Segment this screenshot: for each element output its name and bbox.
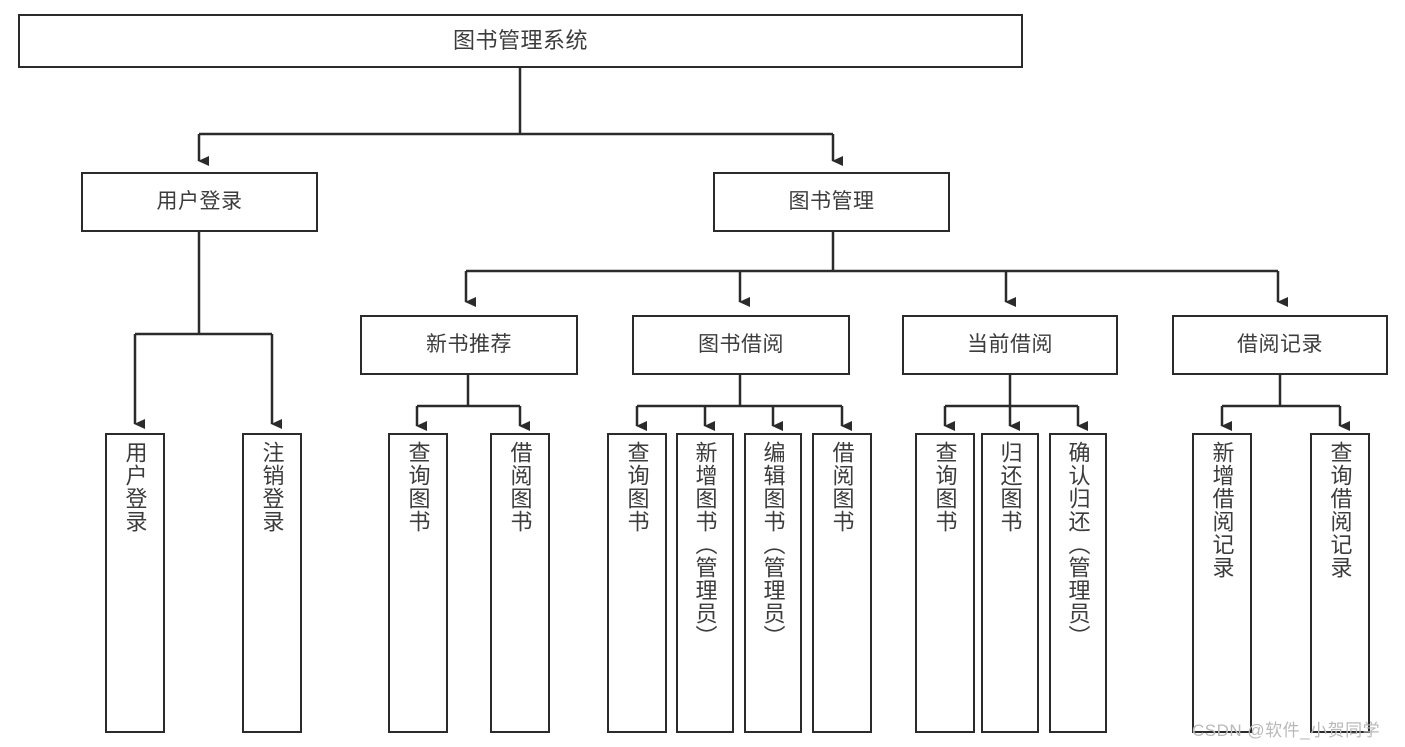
leaf-user-login[interactable]: 用户登录 xyxy=(105,433,165,733)
node-user-login[interactable]: 用户登录 xyxy=(81,172,318,232)
node-label: 新增借阅记录 xyxy=(1209,441,1235,579)
leaf-confirm-return-admin[interactable]: 确认归还（管理员） xyxy=(1049,433,1107,733)
node-label: 借阅图书 xyxy=(829,441,855,533)
node-label: 借阅记录 xyxy=(1237,332,1323,356)
node-label: 编辑图书（管理员） xyxy=(760,441,786,648)
node-label: 查询图书 xyxy=(405,441,431,533)
node-label: 图书借阅 xyxy=(698,332,784,356)
node-label: 用户登录 xyxy=(156,189,243,213)
node-label: 用户登录 xyxy=(122,441,148,533)
leaf-query-book-current[interactable]: 查询图书 xyxy=(915,433,975,733)
leaf-borrow-book[interactable]: 借阅图书 xyxy=(812,433,872,733)
leaf-return-book[interactable]: 归还图书 xyxy=(981,433,1039,733)
node-label: 新书推荐 xyxy=(426,332,512,356)
leaf-query-book-borrow[interactable]: 查询图书 xyxy=(607,433,667,733)
node-label: 新增图书（管理员） xyxy=(692,441,718,648)
node-root-system[interactable]: 图书管理系统 xyxy=(18,14,1023,68)
leaf-logout[interactable]: 注销登录 xyxy=(242,433,302,733)
csdn-watermark: CSDN @软件_小贺同学 xyxy=(1192,721,1381,740)
node-book-management[interactable]: 图书管理 xyxy=(713,172,950,232)
node-label: 查询借阅记录 xyxy=(1327,441,1353,579)
node-borrow-record[interactable]: 借阅记录 xyxy=(1172,315,1388,375)
leaf-add-book-admin[interactable]: 新增图书（管理员） xyxy=(676,433,734,733)
node-label: 当前借阅 xyxy=(967,332,1053,356)
node-label: 借阅图书 xyxy=(507,441,533,533)
node-label: 图书管理系统 xyxy=(452,28,588,54)
node-current-borrow[interactable]: 当前借阅 xyxy=(902,315,1118,375)
node-label: 注销登录 xyxy=(259,441,285,533)
leaf-query-borrow-record[interactable]: 查询借阅记录 xyxy=(1310,433,1370,733)
node-label: 查询图书 xyxy=(932,441,958,533)
leaf-edit-book-admin[interactable]: 编辑图书（管理员） xyxy=(744,433,802,733)
node-label: 确认归还（管理员） xyxy=(1065,441,1091,648)
node-label: 图书管理 xyxy=(788,189,875,213)
node-new-book-recommend[interactable]: 新书推荐 xyxy=(360,315,578,375)
leaf-add-borrow-record[interactable]: 新增借阅记录 xyxy=(1192,433,1252,733)
leaf-borrow-book-recommend[interactable]: 借阅图书 xyxy=(490,433,550,733)
node-book-borrow[interactable]: 图书借阅 xyxy=(632,315,850,375)
node-label: 查询图书 xyxy=(624,441,650,533)
node-label: 归还图书 xyxy=(997,441,1023,533)
leaf-query-book-recommend[interactable]: 查询图书 xyxy=(388,433,448,733)
